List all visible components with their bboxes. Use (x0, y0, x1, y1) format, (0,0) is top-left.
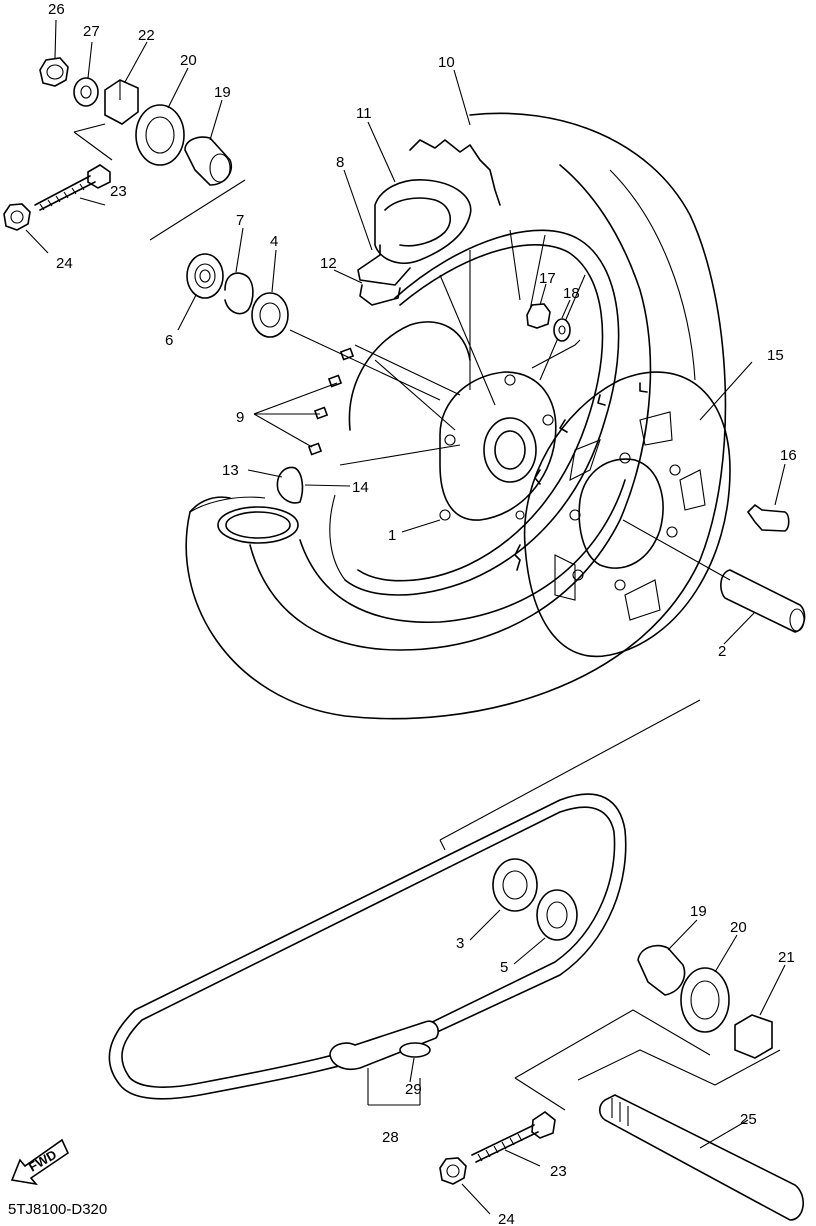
callout-9: 9 (236, 409, 244, 426)
fwd-arrow-icon: FWD (10, 1138, 70, 1186)
callout-3: 3 (456, 935, 464, 952)
callout-21: 21 (778, 949, 795, 966)
callout-20a: 20 (180, 52, 197, 69)
rim-lock (217, 466, 304, 544)
callout-12: 12 (320, 255, 337, 272)
callout-7: 7 (236, 212, 244, 229)
callout-19a: 19 (214, 84, 231, 101)
callout-25: 25 (740, 1111, 757, 1128)
callout-19b: 19 (690, 903, 707, 920)
callout-24a: 24 (56, 255, 73, 272)
callout-23b: 23 (550, 1163, 567, 1180)
callout-6: 6 (165, 332, 173, 349)
callout-1: 1 (388, 527, 396, 544)
callout-27: 27 (83, 23, 100, 40)
callout-labels: 26 27 22 20 19 10 11 8 12 7 4 6 23 24 17… (48, 1, 797, 1226)
callout-8: 8 (336, 154, 344, 171)
callout-28: 28 (382, 1129, 399, 1146)
hub (348, 321, 557, 521)
callout-20b: 20 (730, 919, 747, 936)
callout-5: 5 (500, 959, 508, 976)
callout-24b: 24 (498, 1211, 515, 1226)
left-axle-parts (3, 57, 441, 401)
leader-lines (25, 19, 786, 1215)
callout-16: 16 (780, 447, 797, 464)
callout-18: 18 (563, 285, 580, 302)
callout-11: 11 (356, 105, 372, 122)
callout-23a: 23 (110, 183, 127, 200)
tube-and-rim-band (357, 179, 472, 306)
callout-14: 14 (352, 479, 369, 496)
callout-2: 2 (718, 643, 726, 660)
callout-29: 29 (405, 1081, 422, 1098)
drive-chain (108, 793, 627, 1106)
callout-4: 4 (270, 233, 278, 250)
right-axle-parts (439, 699, 804, 1221)
callout-22: 22 (138, 27, 155, 44)
tire (185, 112, 727, 720)
sprocket-fasteners (526, 303, 806, 633)
callout-17: 17 (539, 270, 556, 287)
sprocket (514, 371, 731, 658)
callout-10: 10 (438, 54, 455, 71)
callout-15: 15 (767, 347, 784, 364)
diagram-code: 5TJ8100-D320 (8, 1201, 107, 1218)
callout-13: 13 (222, 462, 239, 479)
spoke-nipples (253, 347, 355, 456)
callout-26: 26 (48, 1, 65, 18)
